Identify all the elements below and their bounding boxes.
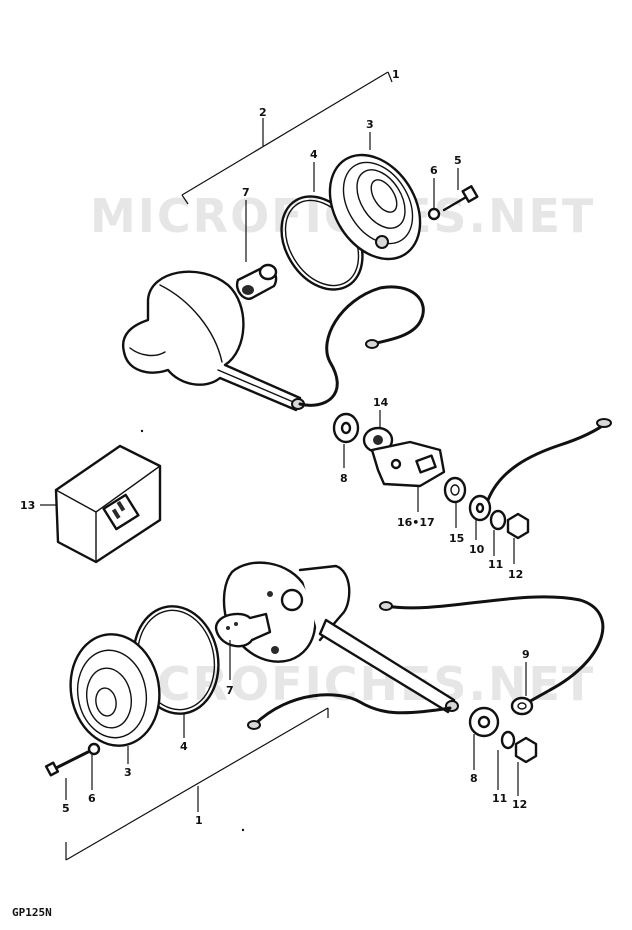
leader-lines [40, 132, 527, 800]
callout-1-bottom: 1 [195, 814, 203, 827]
lens-bottom [69, 633, 161, 747]
callout-11-top: 11 [488, 558, 503, 571]
callout-12-bottom: 12 [512, 798, 527, 811]
bulb-top [235, 263, 278, 300]
callout-3-bottom: 3 [124, 766, 132, 779]
callout-15: 15 [449, 532, 464, 545]
callouts: 1 2 3 4 5 6 7 8 14 16•17 15 10 11 12 13 … [20, 68, 530, 827]
bracket-14 [362, 426, 394, 454]
callout-13: 13 [20, 499, 35, 512]
callout-9: 9 [522, 648, 530, 661]
callout-12-top: 12 [508, 568, 523, 581]
flasher-relay-13 [54, 444, 162, 564]
nut-12-top [506, 512, 530, 540]
watermark-bottom: MICROFICHES.NET [90, 657, 595, 711]
callout-6-bottom: 6 [88, 792, 96, 805]
washer-10-hole [475, 502, 485, 514]
callout-7-top: 7 [242, 186, 250, 199]
callout-1-top: 1 [392, 68, 400, 81]
model-code: GP125N [12, 906, 52, 919]
mounting-plate-16-17 [370, 440, 446, 488]
grommet-15 [443, 476, 467, 504]
callout-11-bottom: 11 [492, 792, 507, 805]
nut-12-bottom [514, 736, 538, 764]
washer-bottom [87, 742, 101, 756]
wire-bottom [247, 693, 452, 730]
washer-8-top [332, 412, 360, 444]
callout-2: 2 [259, 106, 267, 119]
speck [140, 429, 144, 433]
wire-lead-bottom [379, 595, 605, 708]
callout-3-top: 3 [366, 118, 374, 131]
callout-4-bottom: 4 [180, 740, 188, 753]
wire-top [298, 285, 425, 407]
terminal-9 [510, 696, 534, 716]
lock-washer-11-top [489, 509, 507, 531]
callout-10: 10 [469, 543, 485, 556]
callout-16-17: 16•17 [397, 516, 435, 529]
wire-lead-top [486, 418, 612, 502]
callout-14: 14 [373, 396, 389, 409]
callout-8-bottom: 8 [470, 772, 478, 785]
turn-signal-housing-top [121, 270, 305, 412]
screw-top [442, 185, 479, 212]
bracket-assembly-2 [181, 71, 393, 205]
bracket-assembly-1 [65, 707, 329, 861]
washer-top [427, 207, 441, 221]
callout-5-top: 5 [454, 154, 462, 167]
screw-bottom [44, 750, 90, 777]
washer-8-bottom-hole [477, 715, 491, 729]
callout-6-top: 6 [430, 164, 438, 177]
callout-7-bottom: 7 [226, 684, 234, 697]
callout-5-bottom: 5 [62, 802, 70, 815]
lock-washer-11-bottom [500, 730, 516, 750]
lens-top [328, 153, 422, 261]
bulb-bottom [214, 612, 272, 648]
speck [241, 828, 245, 832]
callout-4-top: 4 [310, 148, 318, 161]
callout-8-top: 8 [340, 472, 348, 485]
